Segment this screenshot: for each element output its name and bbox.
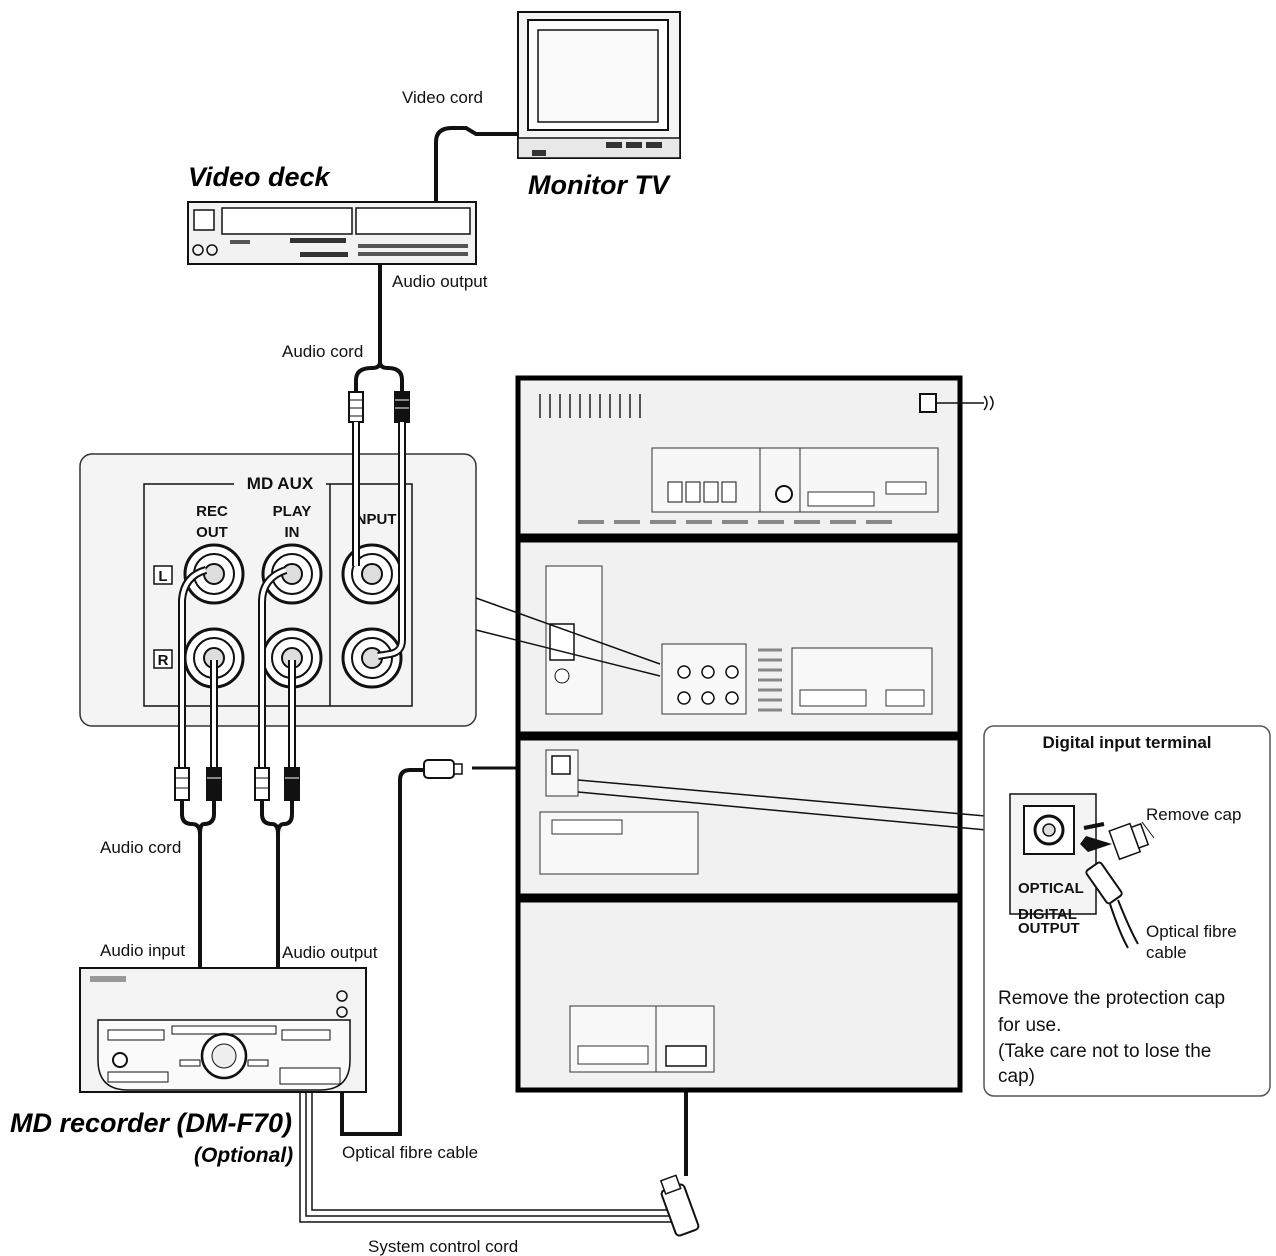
audio-cord-top-left xyxy=(354,264,382,392)
audio-cord-bottom-label: Audio cord xyxy=(100,838,181,857)
protection-note-1: Remove the protection cap xyxy=(998,988,1225,1009)
digital-terminal-callout xyxy=(983,725,1271,1097)
protection-note-2: for use. xyxy=(998,1015,1061,1036)
optical-fibre-label-2: cable xyxy=(1146,943,1187,962)
input-label: INPUT xyxy=(352,511,397,528)
audio-cord-bottom-left-b xyxy=(198,800,216,835)
left-channel-box xyxy=(153,565,173,585)
out-label: OUT xyxy=(196,524,228,541)
output-label: OUTPUT xyxy=(1018,920,1080,937)
rca-jacks xyxy=(183,543,403,689)
digital-terminal-title: Digital input terminal xyxy=(1042,733,1211,752)
protection-note-3: (Take care not to lose the xyxy=(998,1041,1211,1062)
system-control-cord-label: System control cord xyxy=(368,1237,518,1256)
protection-note-4: cap) xyxy=(998,1066,1035,1087)
rca-plugs-bottom xyxy=(174,767,300,801)
in-label: IN xyxy=(285,524,300,541)
play-label: PLAY xyxy=(273,503,312,520)
md-recorder-optional-label: (Optional) xyxy=(194,1144,293,1167)
system-unit-tuner xyxy=(515,537,963,737)
optical-fibre-label-1: Optical fibre xyxy=(1146,922,1237,941)
optical-fibre-cable xyxy=(340,768,424,1136)
md-aux-title: MD AUX xyxy=(247,474,314,493)
optical-label: OPTICAL xyxy=(1018,880,1084,897)
monitor-tv-label: Monitor TV xyxy=(528,170,671,200)
video-cord xyxy=(434,126,518,202)
system-unit-amplifier xyxy=(515,735,963,899)
video-deck-label: Video deck xyxy=(188,162,332,192)
digital-label: DIGITAL xyxy=(1018,906,1077,923)
video-cord-label: Video cord xyxy=(402,88,483,107)
system-unit-cd xyxy=(515,897,963,1093)
audio-output-bottom-label: Audio output xyxy=(282,943,378,962)
audio-cord-bottom-right-b xyxy=(276,800,294,835)
audio-output-top-label: Audio output xyxy=(392,272,488,291)
rca-plug-top-left xyxy=(348,391,364,423)
video-deck xyxy=(187,201,477,265)
audio-cord-top-label: Audio cord xyxy=(282,342,363,361)
optical-plug xyxy=(423,759,463,779)
right-channel-label: R xyxy=(158,652,169,669)
left-channel-label: L xyxy=(158,568,167,585)
audio-cord-bottom-right xyxy=(260,800,280,968)
audio-cord-top-right xyxy=(378,361,404,392)
right-channel-box xyxy=(153,649,173,669)
md-recorder-label: MD recorder (DM-F70) xyxy=(10,1108,292,1138)
optical-fibre-cable-label: Optical fibre cable xyxy=(342,1143,478,1162)
audio-input-label: Audio input xyxy=(100,941,185,960)
system-unit-speaker xyxy=(515,375,994,539)
rca-plug-top-right xyxy=(394,391,410,423)
system-control-plug xyxy=(659,1174,700,1237)
monitor-tv xyxy=(517,11,681,159)
remove-cap-label: Remove cap xyxy=(1146,805,1241,824)
md-recorder xyxy=(79,967,367,1093)
rec-label: REC xyxy=(196,503,228,520)
